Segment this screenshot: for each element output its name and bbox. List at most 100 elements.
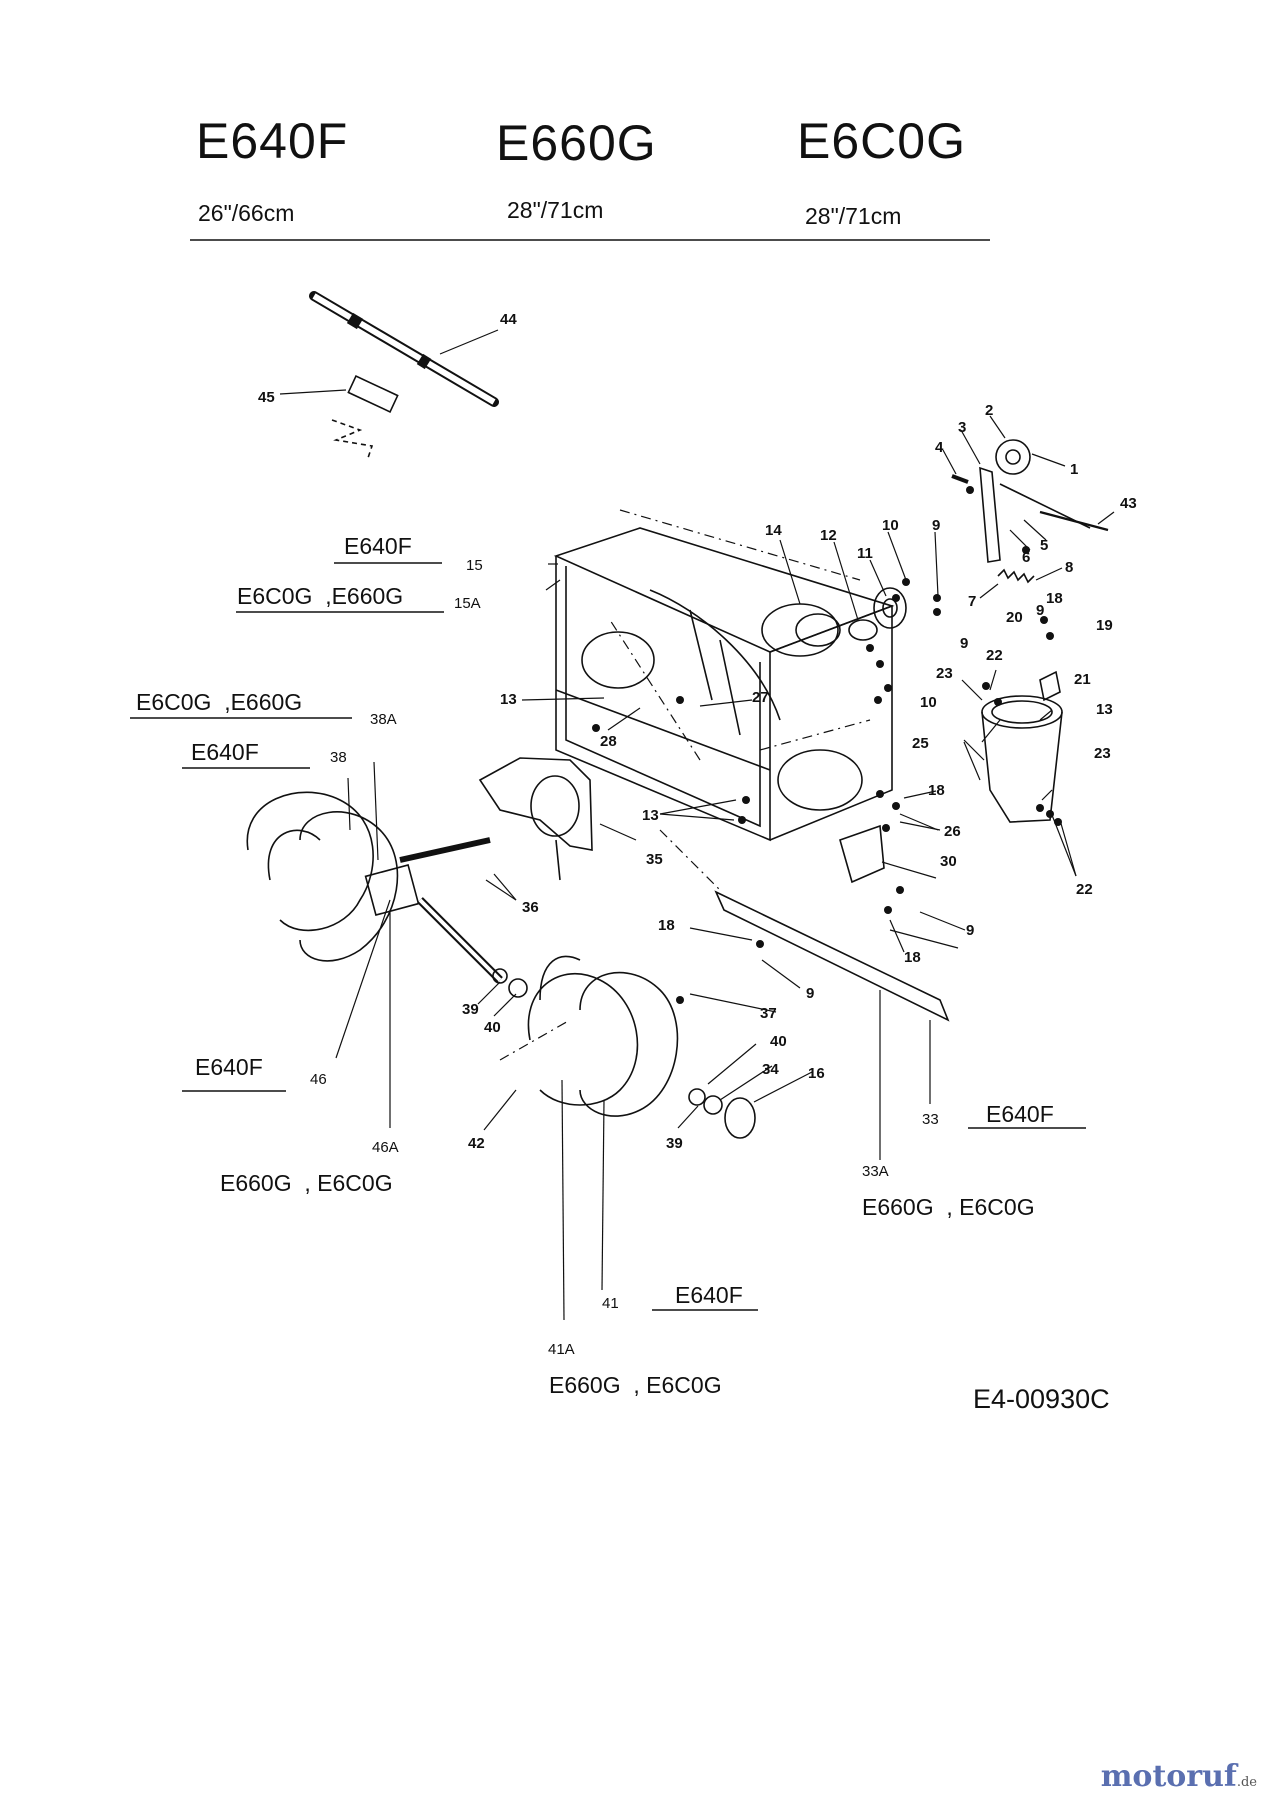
callout-27: 27 <box>752 689 769 706</box>
callout-16: 16 <box>808 1065 825 1082</box>
callout-9-top: 9 <box>932 517 940 534</box>
label-e660g-e6c0g-33a: E660G , E6C0G <box>862 1194 1035 1220</box>
callout-18-left: 18 <box>658 917 675 934</box>
label-e660g-e6c0g-46a: E660G , E6C0G <box>220 1170 393 1196</box>
auger-left-38 <box>246 791 399 962</box>
model-title-e6c0g: E6C0G <box>797 113 966 169</box>
callout-13-left: 13 <box>500 691 517 708</box>
callout-40-right: 40 <box>770 1033 787 1050</box>
callout-46a: 46A <box>372 1139 399 1156</box>
size-e6c0g: 28"/71cm <box>805 203 902 229</box>
skid-shoe-30 <box>839 824 885 884</box>
chute-adapter-21 <box>981 670 1063 823</box>
callout-9-right: 9 <box>1036 602 1044 619</box>
callout-23-left: 23 <box>936 665 953 682</box>
label-e660g-e6c0g-41a: E660G , E6C0G <box>549 1372 722 1398</box>
callout-9-mid: 9 <box>960 635 968 652</box>
watermark-logo: motoruf.de <box>1101 1759 1257 1794</box>
size-e660g: 28"/71cm <box>507 197 604 223</box>
bushing-39-left <box>492 968 508 984</box>
callout-22-bottom: 22 <box>1076 881 1093 898</box>
idler-arm-pulley-2-6 <box>951 439 1091 563</box>
bearing-34 <box>703 1095 723 1115</box>
shave-plate-33 <box>714 890 950 1022</box>
callout-28: 28 <box>600 733 617 750</box>
callout-21: 21 <box>1074 671 1091 688</box>
callout-42: 42 <box>468 1135 485 1152</box>
cable-43 <box>1039 510 1109 532</box>
impeller-35 <box>478 757 593 881</box>
auger-right-41 <box>527 955 679 1117</box>
callout-18-low: 18 <box>904 949 921 966</box>
callout-2: 2 <box>985 402 993 419</box>
callout-39-left: 39 <box>462 1001 479 1018</box>
callout-10-bottom: 10 <box>920 694 937 711</box>
crank-shaft-44 <box>309 291 499 407</box>
callout-25: 25 <box>912 735 929 752</box>
callout-38a: 38A <box>370 711 397 728</box>
callout-11: 11 <box>857 545 873 562</box>
callout-12: 12 <box>820 527 837 544</box>
callout-9-lower: 9 <box>966 922 974 939</box>
callout-9-bottom: 9 <box>806 985 814 1002</box>
callout-19: 19 <box>1096 617 1113 634</box>
callout-44: 44 <box>500 311 517 328</box>
bracket-45 <box>331 375 399 459</box>
auger-shaft-46 <box>364 837 503 983</box>
callout-3: 3 <box>958 419 966 436</box>
diagram-code: E4-00930C <box>973 1384 1110 1414</box>
label-e640f-33: E640F <box>986 1101 1054 1127</box>
label-e640f-38: E640F <box>191 739 259 765</box>
model-title-e640f: E640F <box>196 113 349 169</box>
watermark-brand: motoruf <box>1100 1759 1237 1794</box>
label-e640f-46: E640F <box>195 1054 263 1080</box>
label-e6c0g-e660g-15a: E6C0G ,E660G <box>237 583 404 609</box>
label-e640f-41: E640F <box>675 1282 743 1308</box>
callout-45: 45 <box>258 389 275 406</box>
callout-41a: 41A <box>548 1341 575 1358</box>
assembly-centerlines <box>499 509 871 1061</box>
bearing-housing-16 <box>724 1097 756 1139</box>
spring-7 <box>997 568 1035 584</box>
callout-13-bottom: 13 <box>642 807 659 824</box>
callout-34: 34 <box>762 1061 779 1078</box>
callout-26: 26 <box>944 823 961 840</box>
callout-46: 46 <box>310 1071 327 1088</box>
callout-39-right: 39 <box>666 1135 683 1152</box>
callout-35: 35 <box>646 851 663 868</box>
callout-18-top: 18 <box>1046 590 1063 607</box>
size-e640f: 26"/66cm <box>198 200 295 226</box>
label-e640f-15: E640F <box>344 533 412 559</box>
callout-43: 43 <box>1120 495 1137 512</box>
callout-5: 5 <box>1040 537 1048 554</box>
callout-41: 41 <box>602 1295 619 1312</box>
bearing-flange-11-12 <box>848 587 907 641</box>
watermark-tld: .de <box>1236 1775 1257 1790</box>
callout-36: 36 <box>522 899 539 916</box>
callout-10-top: 10 <box>882 517 899 534</box>
callout-15: 15 <box>466 557 483 574</box>
callout-30: 30 <box>940 853 957 870</box>
callout-18-mid: 18 <box>928 782 945 799</box>
model-title-e660g: E660G <box>496 115 657 171</box>
callout-23-right: 23 <box>1094 745 1111 762</box>
callout-14: 14 <box>765 522 782 539</box>
hardware-fasteners <box>592 486 1062 1004</box>
washer-40-right <box>688 1088 706 1106</box>
callout-20: 20 <box>1006 609 1023 626</box>
callout-38: 38 <box>330 749 347 766</box>
callout-33a: 33A <box>862 1163 889 1180</box>
callout-8: 8 <box>1065 559 1073 576</box>
callout-1: 1 <box>1070 461 1078 478</box>
callout-13-right: 13 <box>1096 701 1113 718</box>
callout-33: 33 <box>922 1111 939 1128</box>
callout-6: 6 <box>1022 549 1030 566</box>
leader-lines <box>279 329 1115 1321</box>
callout-4: 4 <box>935 439 944 456</box>
callout-7: 7 <box>968 593 976 610</box>
callout-40-left: 40 <box>484 1019 501 1036</box>
callout-22-top: 22 <box>986 647 1003 664</box>
auger-housing-15 <box>553 527 895 842</box>
